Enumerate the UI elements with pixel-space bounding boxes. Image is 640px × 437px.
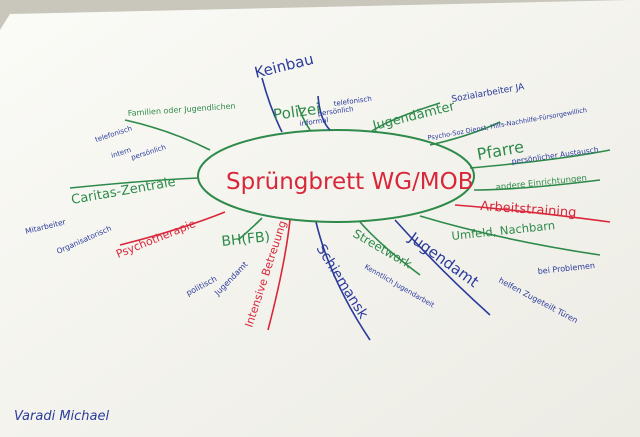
signature: Varadi Michael [14,409,110,424]
label-polizei-sub-3: informal [299,116,329,128]
label-bh: BH(FB) [221,229,271,250]
label-arbeitstraining: Arbeitstraining [480,199,577,221]
branch-lines [69,77,611,341]
center-label: Sprüngbrett WG/MOB [226,169,474,195]
center-ellipse [197,129,475,223]
